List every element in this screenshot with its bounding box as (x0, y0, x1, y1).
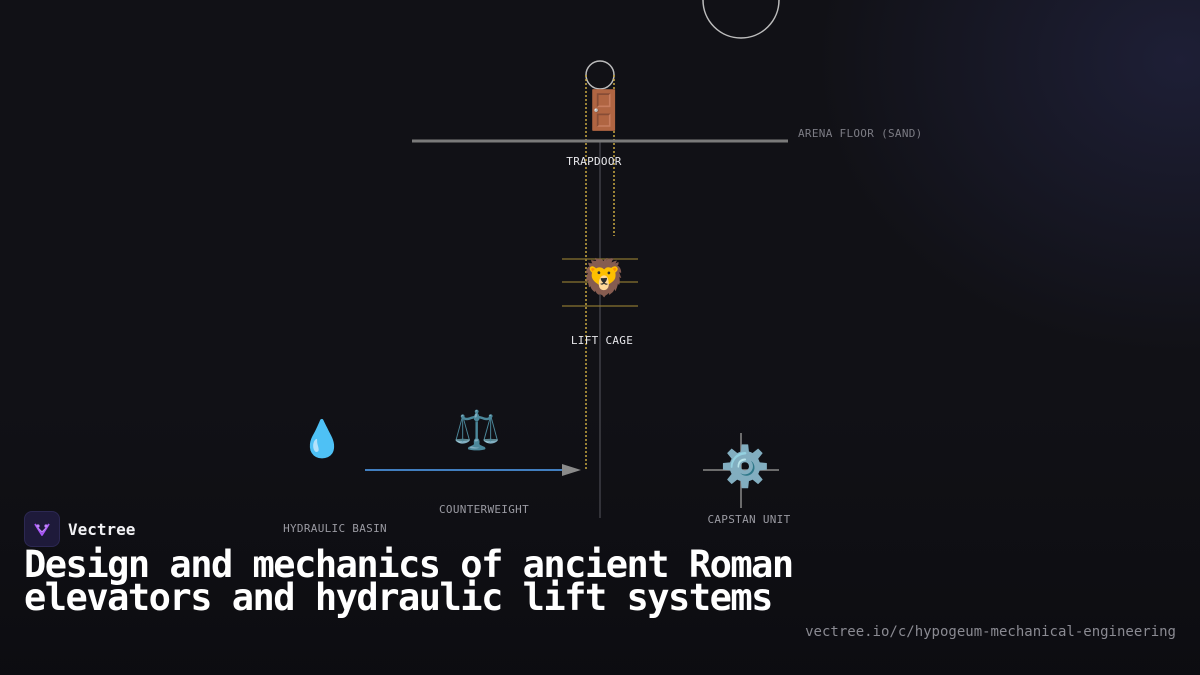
water-drop-icon: 💧 (299, 419, 345, 460)
door-icon: 🚪 (580, 88, 628, 132)
pipe-arrowhead (562, 464, 581, 476)
hydraulic-basin-label: HYDRAULIC BASIN (283, 522, 387, 535)
arena-floor-label: ARENA FLOOR (SAND) (798, 127, 923, 140)
gear-icon: ⚙️ (720, 444, 770, 490)
vectree-logo-icon (24, 511, 60, 547)
lion-icon: 🦁 (581, 258, 627, 299)
source-url: vectree.io/c/hypogeum-mechanical-enginee… (805, 624, 1176, 640)
upper-circle (702, 0, 780, 39)
page-title: Design and mechanics of ancient Roman el… (24, 543, 794, 619)
counterweight-label: COUNTERWEIGHT (439, 503, 529, 516)
brand-name: Vectree (68, 519, 136, 539)
balance-scale-icon: ⚖️ (453, 408, 501, 452)
trapdoor-label: TRAPDOOR (566, 155, 622, 168)
capstan-unit-label: CAPSTAN UNIT (707, 513, 791, 526)
lift-cage-label: LIFT CAGE (570, 334, 634, 347)
brand: Vectree (24, 511, 136, 547)
pulley-circle (585, 60, 615, 90)
